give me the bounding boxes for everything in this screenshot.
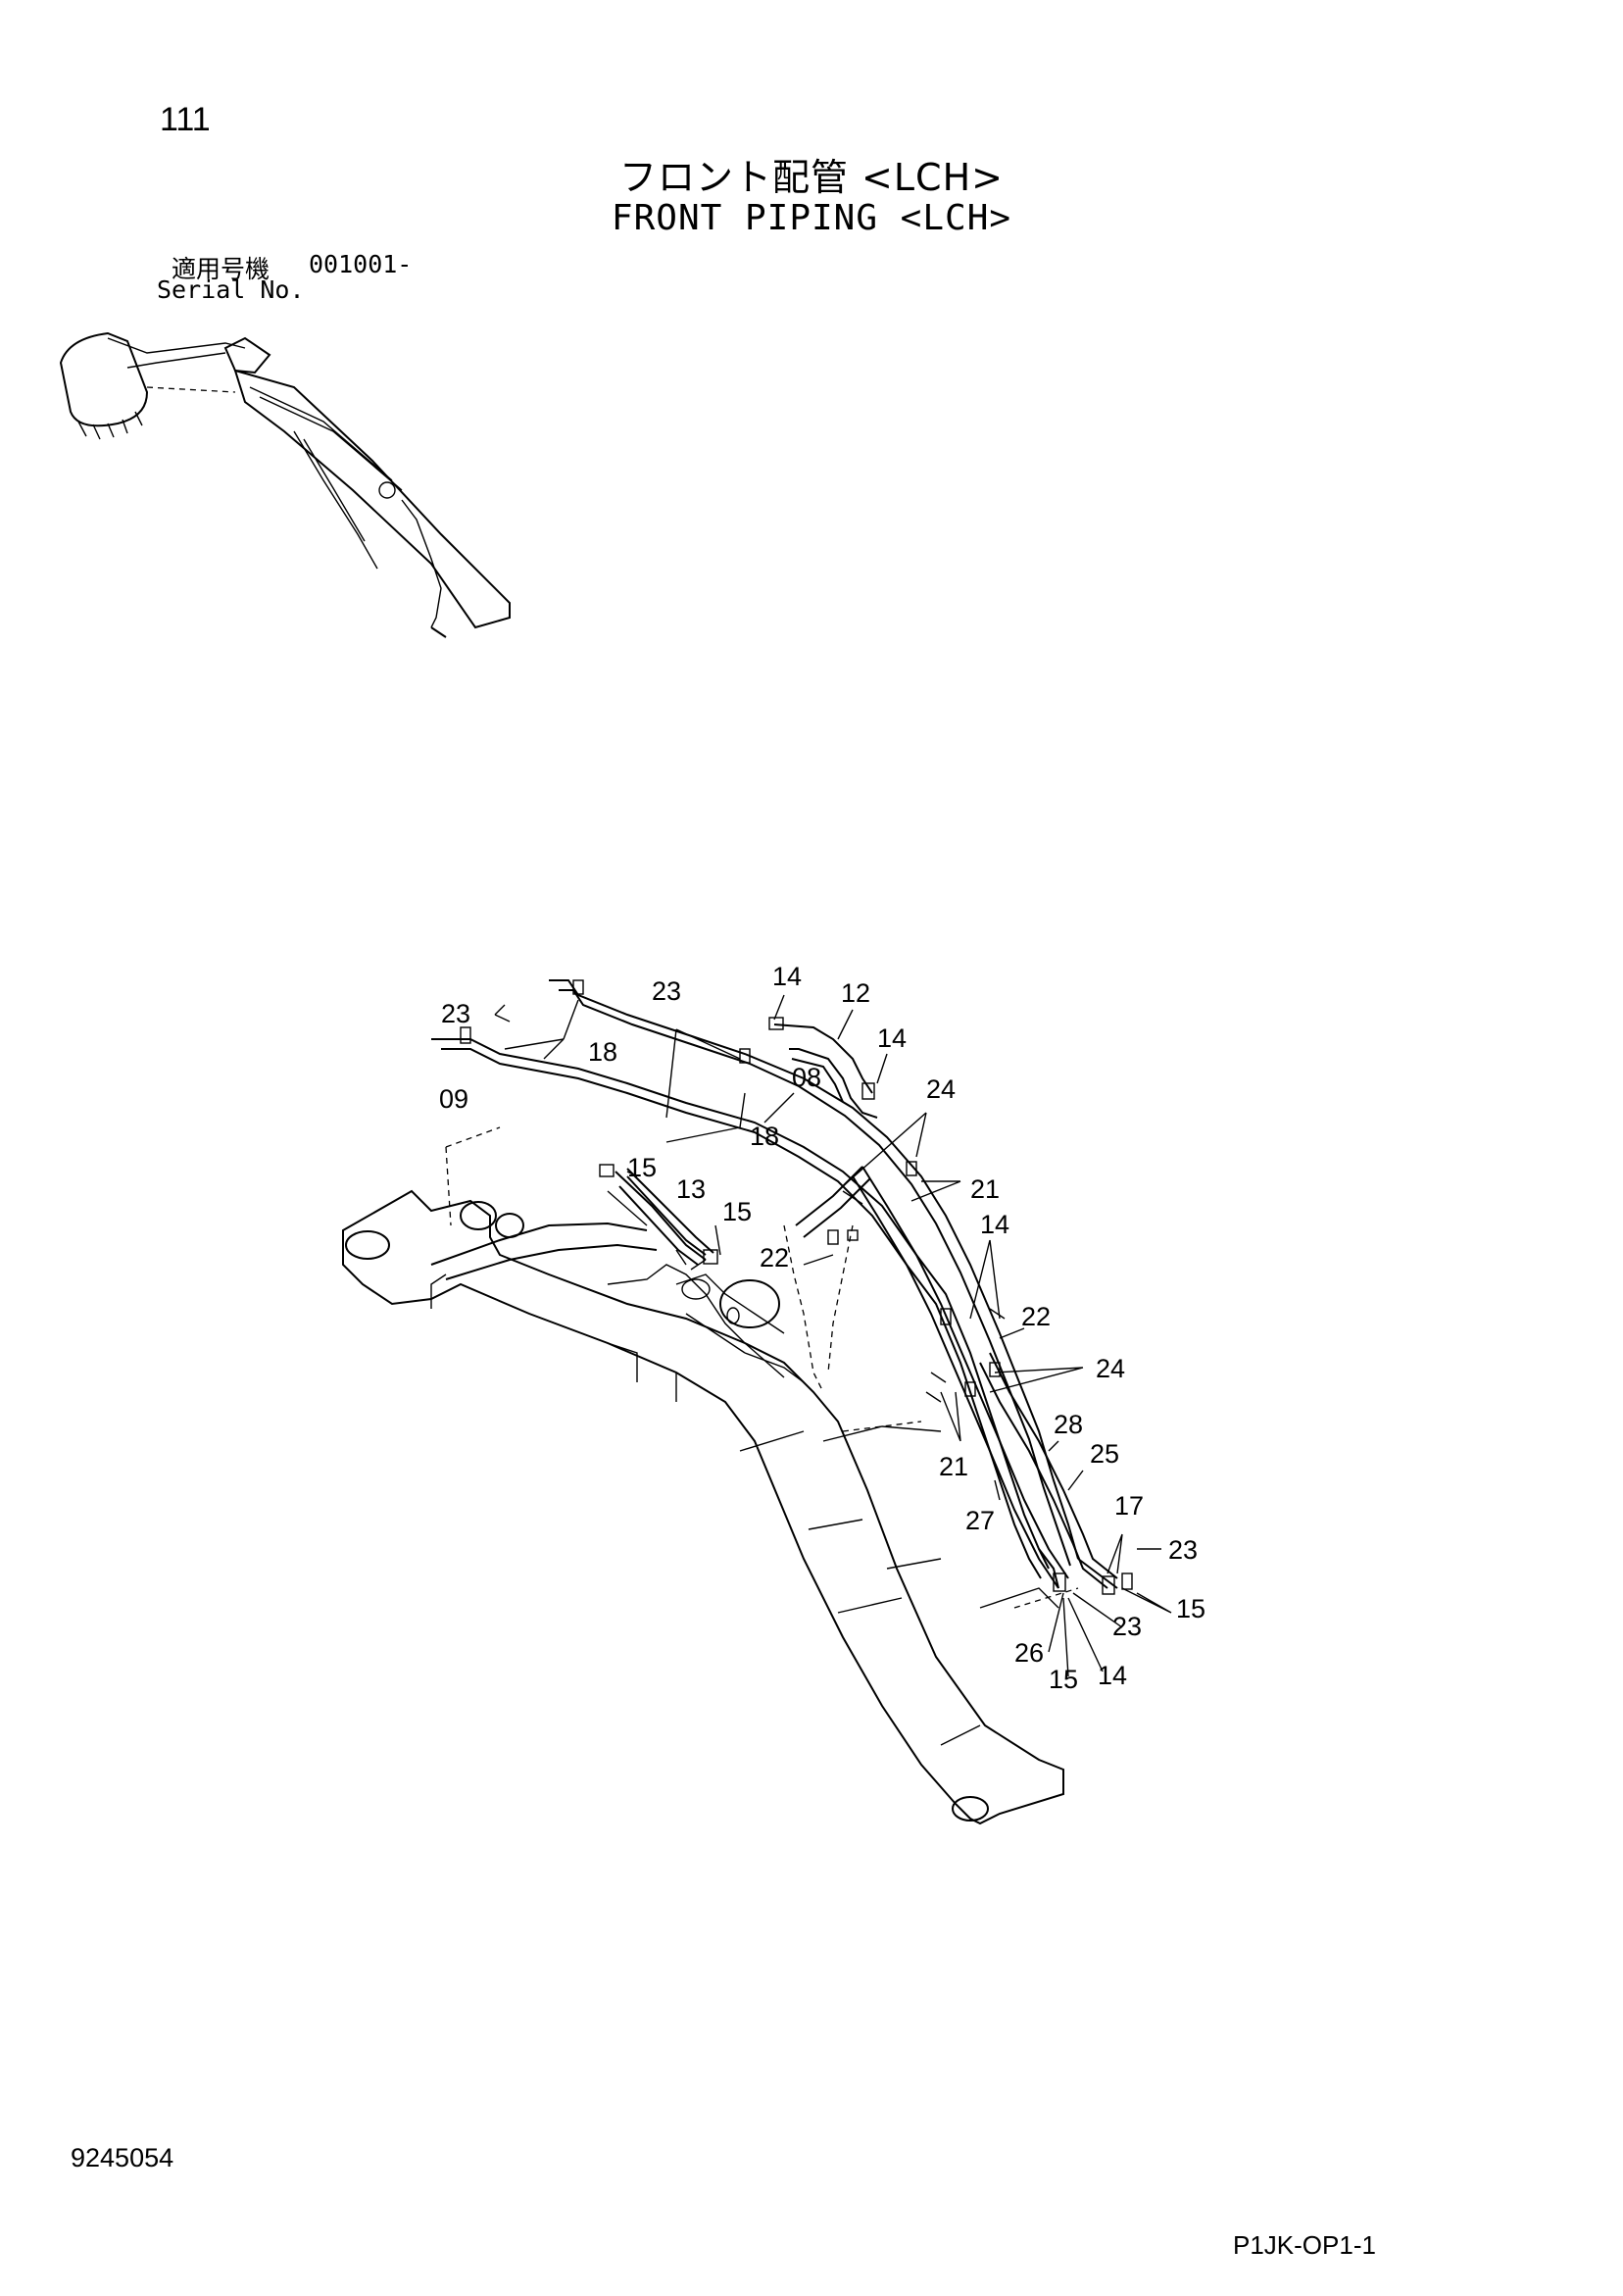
callout-numbers: 23 18 09 23 18 14 12 14 08 24 15 13 15 2… <box>439 962 1205 1694</box>
callout-25: 25 <box>1090 1439 1119 1469</box>
serial-label-japanese: 適用号機 <box>172 255 270 283</box>
callout-27: 27 <box>965 1506 995 1535</box>
leader-lines <box>494 994 1172 1677</box>
callout-22: 22 <box>760 1243 789 1273</box>
callout-23: 23 <box>652 976 681 1006</box>
callout-18: 18 <box>588 1037 617 1067</box>
hose-13 <box>599 1164 718 1265</box>
drawing-code: P1JK-OP1-1 <box>1233 2230 1376 2260</box>
callout-12: 12 <box>841 978 870 1008</box>
document-number: 9245054 <box>71 2143 174 2172</box>
boom-structure <box>342 1189 1064 1825</box>
serial-number-value: 001001- <box>309 250 413 278</box>
pipe-lines <box>431 979 1118 1609</box>
front-attachment-thumbnail <box>59 331 511 638</box>
hose-12 <box>768 1017 875 1100</box>
page-title-japanese: フロント配管 <LCH> <box>618 156 1005 199</box>
pipe-fittings <box>460 979 1133 1595</box>
callout-14: 14 <box>980 1210 1009 1239</box>
callout-21: 21 <box>970 1174 1000 1204</box>
callout-21: 21 <box>939 1452 968 1481</box>
callout-09: 09 <box>439 1084 468 1114</box>
boom-cylinder <box>430 1201 805 1383</box>
callout-15: 15 <box>627 1153 657 1182</box>
serial-label-english: Serial No. <box>157 275 305 304</box>
callout-14: 14 <box>772 962 802 991</box>
callout-23: 23 <box>1112 1612 1142 1641</box>
callout-17: 17 <box>1114 1491 1144 1521</box>
callout-14: 14 <box>877 1023 907 1053</box>
callout-15: 15 <box>1049 1665 1078 1694</box>
callout-28: 28 <box>1054 1410 1083 1439</box>
page-title-english: FRONT PIPING <LCH> <box>611 198 1012 238</box>
callout-24: 24 <box>926 1074 956 1104</box>
page-number: 111 <box>160 101 211 138</box>
callout-13: 13 <box>676 1174 706 1204</box>
callout-23: 23 <box>1168 1535 1198 1565</box>
callout-23: 23 <box>441 999 470 1028</box>
callout-14: 14 <box>1098 1661 1127 1690</box>
callout-08: 08 <box>792 1063 821 1092</box>
callout-18: 18 <box>750 1122 779 1151</box>
callout-26: 26 <box>1014 1638 1044 1668</box>
callout-22: 22 <box>1021 1302 1051 1331</box>
callout-24: 24 <box>1096 1354 1125 1383</box>
callout-15: 15 <box>722 1197 752 1226</box>
callout-15: 15 <box>1176 1594 1205 1623</box>
